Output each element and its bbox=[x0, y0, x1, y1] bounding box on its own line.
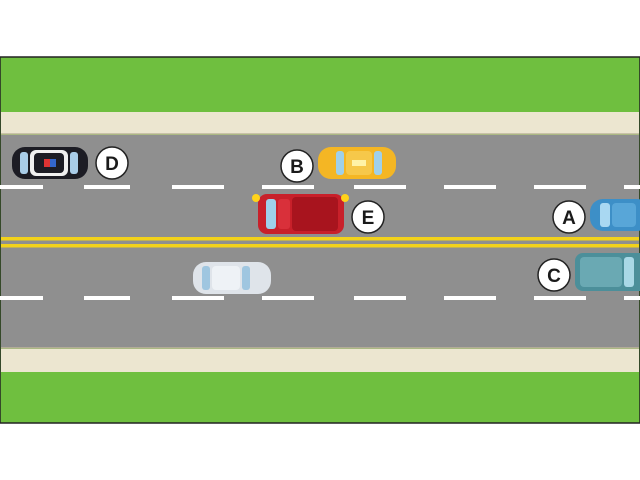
vehicle-e-pickup-truck bbox=[252, 194, 349, 234]
vehicle-label-c: C bbox=[537, 258, 571, 292]
vehicle-label-b: B bbox=[280, 149, 314, 183]
svg-text:C: C bbox=[547, 266, 561, 287]
bottom-grass bbox=[1, 372, 639, 422]
lane-divider-top bbox=[0, 185, 640, 189]
svg-text:D: D bbox=[105, 154, 119, 175]
vehicle-label-a: A bbox=[552, 200, 586, 234]
top-sidewalk bbox=[1, 112, 639, 134]
svg-text:B: B bbox=[290, 157, 304, 178]
vehicle-label-d: D bbox=[95, 146, 129, 180]
top-grass bbox=[1, 58, 639, 112]
lane-divider-bottom bbox=[0, 296, 640, 300]
svg-text:A: A bbox=[562, 208, 576, 229]
vehicle-label-e: E bbox=[351, 200, 385, 234]
center-double-yellow-line bbox=[1, 237, 639, 248]
svg-text:E: E bbox=[362, 208, 375, 229]
vehicle-a-car bbox=[590, 199, 640, 231]
vehicle-white-car bbox=[193, 262, 271, 294]
vehicle-c-suv bbox=[575, 253, 640, 291]
vehicle-b-taxi bbox=[318, 147, 396, 179]
bottom-sidewalk bbox=[1, 349, 639, 372]
vehicle-d-police-car bbox=[12, 147, 88, 179]
